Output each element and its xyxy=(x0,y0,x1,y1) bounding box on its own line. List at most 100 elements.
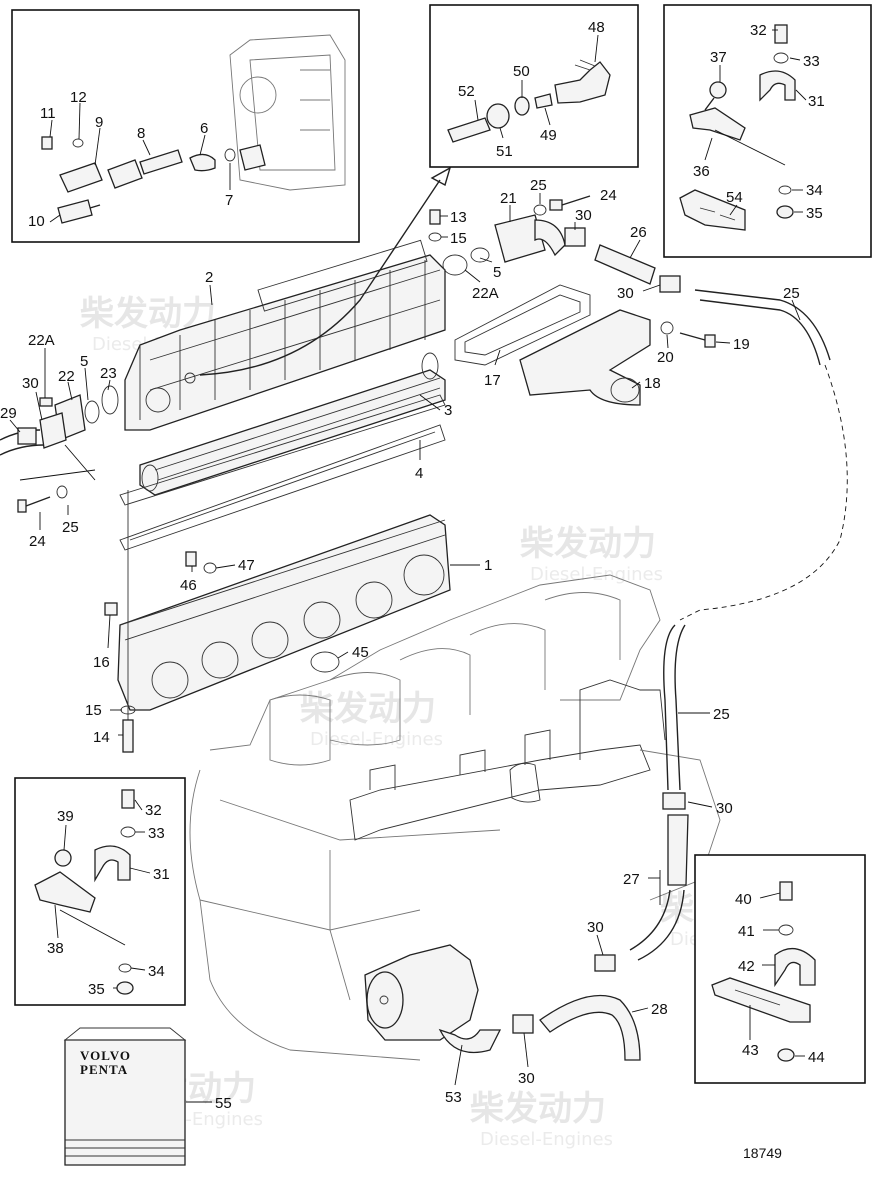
part-label: 25 xyxy=(62,519,79,536)
part-label: 36 xyxy=(693,163,710,180)
part-label: 44 xyxy=(808,1049,825,1066)
part-label: 20 xyxy=(657,349,674,366)
part-label: 10 xyxy=(28,213,45,230)
bolt xyxy=(104,490,129,745)
part-label: 24 xyxy=(29,533,46,550)
manual-brand-text: PENTA xyxy=(80,1062,128,1077)
part-label: 15 xyxy=(85,702,102,719)
part-label: 24 xyxy=(600,187,617,204)
part-label: 34 xyxy=(148,963,165,980)
part-label: 19 xyxy=(733,336,750,353)
coolant-pump xyxy=(364,944,502,1054)
part-label: 31 xyxy=(153,866,170,883)
detail-box-bracket-lower-left xyxy=(14,777,186,1006)
part-label: 5 xyxy=(493,264,501,281)
part-label: 26 xyxy=(630,224,647,241)
screw-and-washer xyxy=(185,551,217,574)
part-label: 30 xyxy=(575,207,592,224)
part-label: 48 xyxy=(588,19,605,36)
hose-clamp xyxy=(594,954,616,972)
part-label: 22A xyxy=(472,285,499,302)
gasket-lower xyxy=(119,424,446,551)
watermark-text: Diesel-Engines xyxy=(310,729,443,750)
part-label: 9 xyxy=(95,114,103,131)
part-label: 39 xyxy=(57,808,74,825)
part-label: 45 xyxy=(352,644,369,661)
detail-box-fitting xyxy=(429,4,639,168)
gasket xyxy=(454,284,591,366)
part-label: 29 xyxy=(0,405,17,422)
part-label: 30 xyxy=(518,1070,535,1087)
part-label: 47 xyxy=(238,557,255,574)
part-label: 50 xyxy=(513,63,530,80)
part-label: 37 xyxy=(710,49,727,66)
bolt-left xyxy=(17,485,68,513)
hose-clamp xyxy=(512,1014,534,1034)
hose xyxy=(539,994,641,1061)
part-label: 13 xyxy=(450,209,467,226)
hose-clamp xyxy=(659,275,681,293)
part-label: 40 xyxy=(735,891,752,908)
part-label: 52 xyxy=(458,83,475,100)
part-label: 38 xyxy=(47,940,64,957)
watermark-text: Diesel-Engines xyxy=(480,1129,613,1150)
hose xyxy=(663,289,848,791)
watermark-text: 柴发动力 xyxy=(300,689,436,729)
watermark-text: 柴发动力 xyxy=(520,524,656,564)
watermark-text: 柴发动力 xyxy=(470,1089,606,1129)
intake-manifold xyxy=(117,514,451,711)
gasket-upper xyxy=(119,394,446,506)
o-ring xyxy=(310,651,340,673)
part-label: 51 xyxy=(496,143,513,160)
part-label: 33 xyxy=(803,53,820,70)
part-label: 6 xyxy=(200,120,208,137)
part-label: 46 xyxy=(180,577,197,594)
part-label: 4 xyxy=(415,465,423,482)
part-label: 11 xyxy=(40,105,56,122)
intake-elbow xyxy=(519,309,651,406)
part-label: 42 xyxy=(738,958,755,975)
part-label: 41 xyxy=(738,923,755,940)
part-label: 1 xyxy=(484,557,492,574)
part-label: 30 xyxy=(587,919,604,936)
detail-leader-line xyxy=(199,179,441,376)
part-label: 30 xyxy=(617,285,634,302)
hose xyxy=(629,814,689,961)
part-label: 23 xyxy=(100,365,117,382)
detail-box-bracket-upper xyxy=(663,4,872,258)
part-label: 25 xyxy=(530,177,547,194)
hose-clamp xyxy=(662,792,686,810)
part-label: 18 xyxy=(644,375,661,392)
part-label: 22 xyxy=(58,368,75,385)
part-label: 7 xyxy=(225,192,233,209)
part-label: 35 xyxy=(806,205,823,222)
part-label: 22A xyxy=(28,332,55,349)
detail-box-sensor xyxy=(11,9,360,243)
part-label: 12 xyxy=(70,89,87,106)
arrow-head-icon xyxy=(430,166,452,187)
bolt xyxy=(660,321,716,348)
part-label: 21 xyxy=(500,190,517,207)
screw xyxy=(428,209,442,242)
part-label: 25 xyxy=(713,706,730,723)
manual-brand-text: VOLVO xyxy=(80,1048,131,1063)
engine-block-outline xyxy=(189,574,721,1061)
part-label: 16 xyxy=(93,654,110,671)
cooler-core xyxy=(139,352,446,496)
part-label: 34 xyxy=(806,182,823,199)
inlet-connection-right xyxy=(442,195,591,276)
part-label: 54 xyxy=(726,189,743,206)
part-label: 33 xyxy=(148,825,165,842)
part-label: 30 xyxy=(22,375,39,392)
part-label: 55 xyxy=(215,1095,232,1112)
part-label: 43 xyxy=(742,1042,759,1059)
part-label: 49 xyxy=(540,127,557,144)
part-label: 25 xyxy=(783,285,800,302)
part-label: 31 xyxy=(808,93,825,110)
leader-lines xyxy=(9,29,807,1103)
part-label: 17 xyxy=(484,372,501,389)
part-label: 5 xyxy=(80,353,88,370)
part-label: 32 xyxy=(750,22,767,39)
